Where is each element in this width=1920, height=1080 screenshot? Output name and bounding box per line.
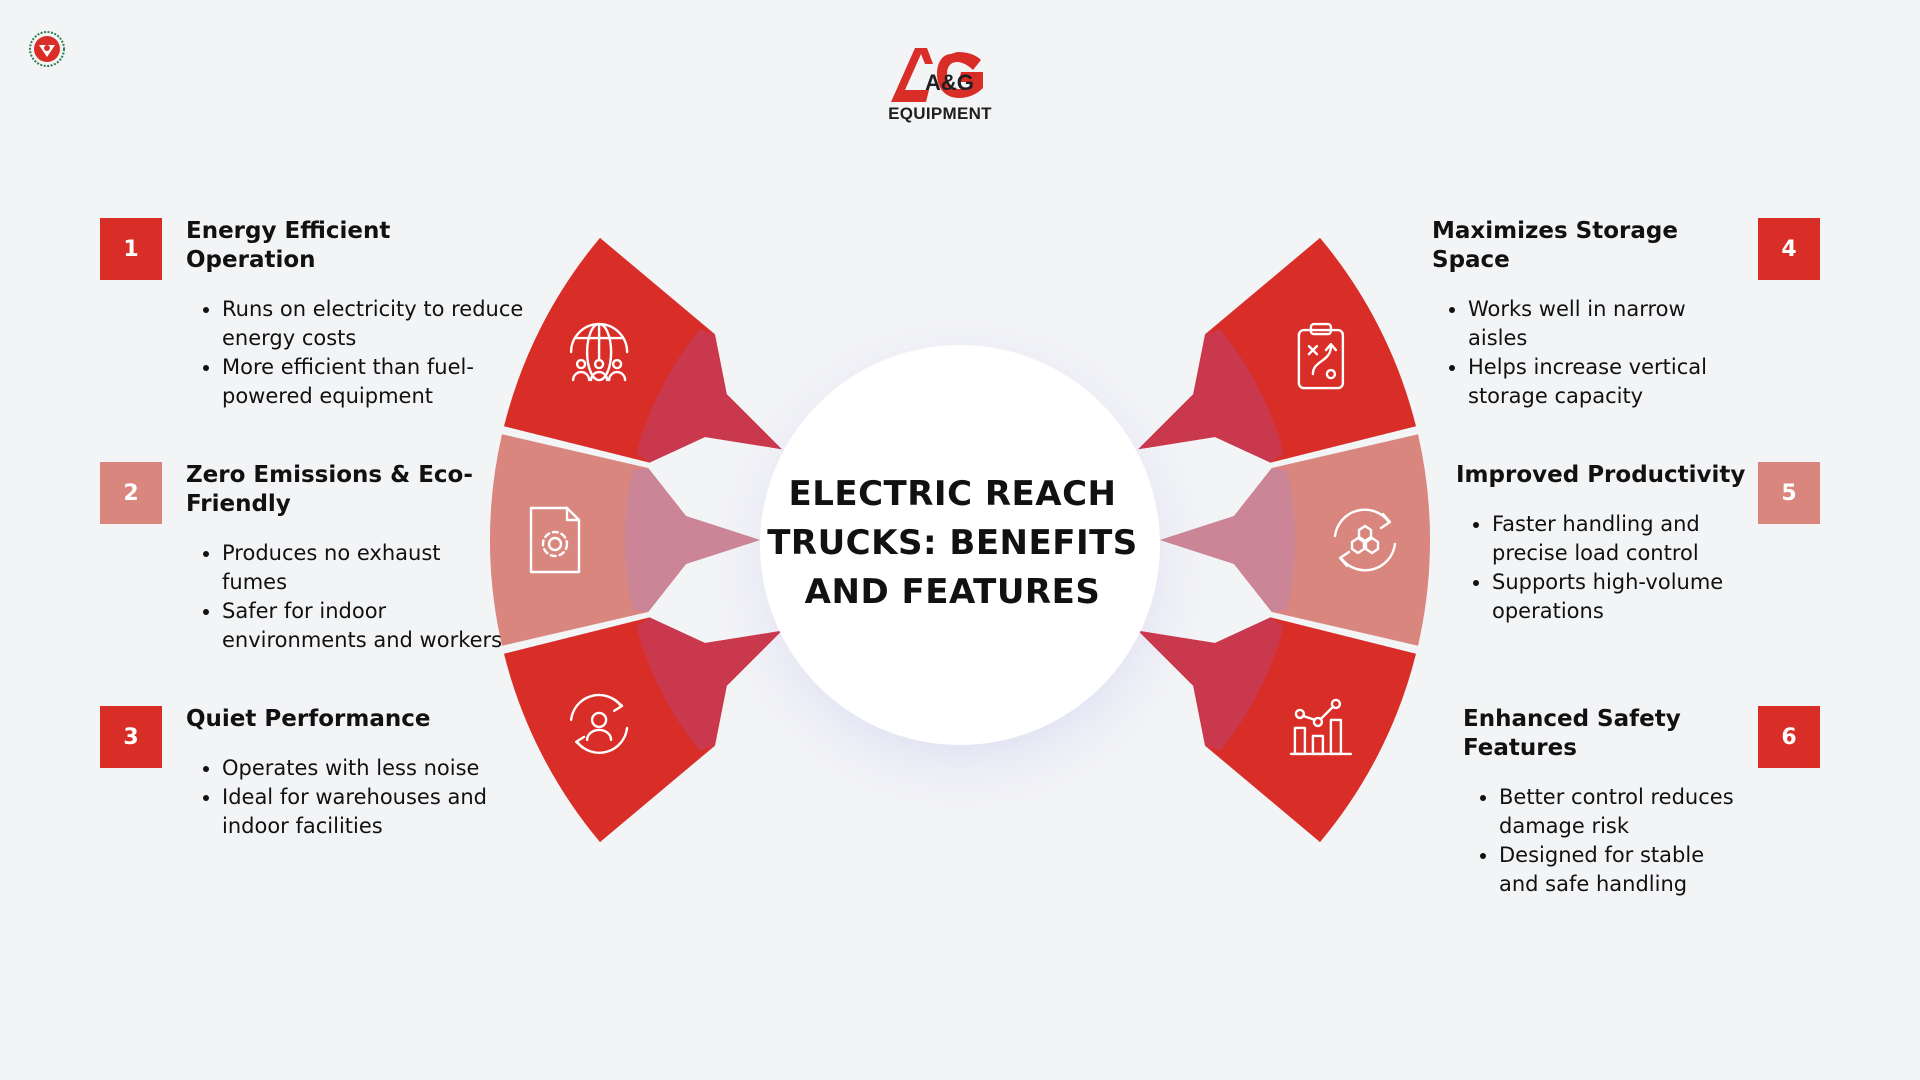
feature-title: Improved Productivity: [1456, 462, 1746, 488]
number-label: 4: [1781, 236, 1797, 262]
number-label: 3: [123, 724, 139, 750]
number-label: 5: [1781, 480, 1797, 506]
feature-bullets: Faster handling and precise load control…: [1456, 510, 1746, 626]
feature-bullet: Ideal for warehouses and indoor faciliti…: [222, 783, 506, 841]
segment-inner-band-1: [636, 329, 782, 463]
feature-bullet: Runs on electricity to reduce energy cos…: [222, 295, 526, 353]
feature-bullet: Works well in narrow aisles: [1468, 295, 1742, 353]
segment-inner-band-4: [1138, 329, 1284, 463]
center-circle: [760, 345, 1160, 745]
feature-title: Enhanced Safety Features: [1463, 706, 1681, 761]
feature-bullet: Helps increase vertical storage capacity: [1468, 353, 1742, 411]
number-box-3: 3: [100, 706, 162, 768]
feature-3: Quiet Performance Operates with less noi…: [186, 705, 506, 841]
feature-bullet: Designed for stable and safe handling: [1499, 841, 1743, 899]
number-box-5: 5: [1758, 462, 1820, 524]
feature-bullets: Runs on electricity to reduce energy cos…: [186, 295, 526, 411]
feature-bullet: More efficient than fuel-powered equipme…: [222, 353, 526, 411]
number-label: 1: [123, 236, 139, 262]
brand-name: EQUIPMENT: [888, 104, 992, 123]
number-box-6: 6: [1758, 706, 1820, 768]
feature-1: Energy Efficient Operation Runs on elect…: [186, 217, 526, 411]
number-label: 6: [1781, 724, 1797, 750]
user-cycle-icon: [569, 693, 629, 754]
feature-5: Improved Productivity Faster handling an…: [1456, 461, 1746, 626]
feature-bullets: Operates with less noise Ideal for wareh…: [186, 754, 506, 841]
number-label: 2: [123, 480, 139, 506]
feature-4: Maximizes Storage Space Works well in na…: [1432, 217, 1742, 411]
segment-inner-band-6: [1138, 617, 1284, 751]
ag-logo-icon: A&G: [891, 48, 983, 102]
feature-bullet: Better control reduces damage risk: [1499, 783, 1743, 841]
feature-bullet: Safer for indoor environments and worker…: [222, 597, 511, 655]
feature-bullet: Faster handling and precise load control: [1492, 510, 1746, 568]
feature-title: Zero Emissions & Eco-Friendly: [186, 462, 473, 517]
feature-bullets: Works well in narrow aisles Helps increa…: [1432, 295, 1742, 411]
corner-seal-icon: [29, 31, 65, 67]
globe-people-icon: [569, 322, 629, 382]
feature-bullet: Supports high-volume operations: [1492, 568, 1746, 626]
feature-title: Energy Efficient Operation: [186, 218, 391, 273]
segment-inner-band-5: [1160, 468, 1296, 612]
center-title: ELECTRIC REACH TRUCKS: BENEFITS AND FEAT…: [767, 474, 1138, 612]
bar-chart-trend-icon: [1289, 698, 1353, 756]
feature-bullet: Operates with less noise: [222, 754, 506, 783]
feature-2: Zero Emissions & Eco-Friendly Produces n…: [186, 461, 511, 655]
number-box-2: 2: [100, 462, 162, 524]
feature-title: Quiet Performance: [186, 706, 431, 732]
brand-logo: A&G EQUIPMENT: [880, 40, 1000, 130]
logo-monogram: A&G: [925, 70, 974, 95]
clipboard-strategy-icon: [1297, 322, 1345, 390]
segment-inner-band-3: [636, 617, 782, 751]
document-gear-icon: [529, 506, 581, 574]
feature-title: Maximizes Storage Space: [1432, 218, 1678, 273]
hexagon-cycle-icon: [1333, 508, 1397, 572]
feature-bullets: Better control reduces damage risk Desig…: [1463, 783, 1743, 899]
feature-6: Enhanced Safety Features Better control …: [1463, 705, 1743, 899]
feature-bullets: Produces no exhaust fumes Safer for indo…: [186, 539, 511, 655]
number-box-1: 1: [100, 218, 162, 280]
segment-inner-band-2: [624, 468, 760, 612]
number-box-4: 4: [1758, 218, 1820, 280]
feature-bullet: Produces no exhaust fumes: [222, 539, 511, 597]
